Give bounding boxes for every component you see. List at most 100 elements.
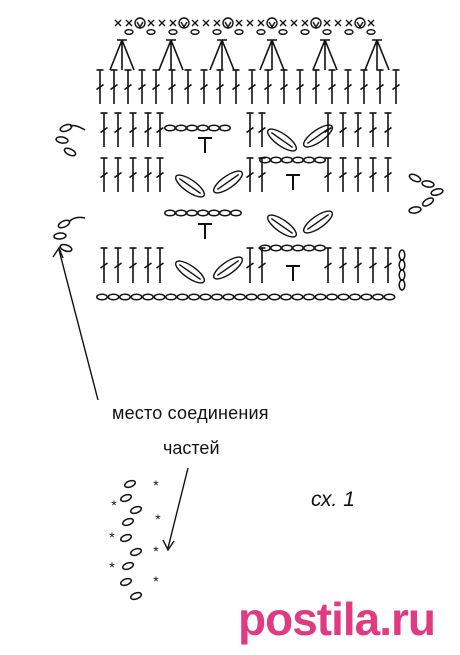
single-crochet [301,19,309,27]
double-crochet [324,247,332,283]
petal [212,256,244,280]
double-crochet [354,112,362,147]
chain-stitch [57,219,71,229]
single-crochet [290,19,298,27]
chain-stitch [190,29,200,36]
chain-stitch [349,293,361,301]
chain-stitch [291,293,304,301]
chain-stitch [59,243,73,253]
star-edge-mark: * [155,511,161,527]
star-edge-mark: * [111,497,117,513]
double-crochet [246,157,254,192]
chain-stitch [153,293,166,301]
double-crochet [168,69,176,104]
fan-stitch [312,39,338,71]
chain-stitch [408,206,422,214]
chain-stitch [234,29,244,36]
scheme-number-label: сх. 1 [311,488,355,511]
double-crochet-stitches [96,69,400,283]
chain-stitch [55,136,69,144]
double-crochet [248,69,256,104]
chain-stitch [398,279,406,291]
star-edge-sample: ******* [109,477,161,601]
double-crochet [360,69,368,104]
edge-connector [69,124,86,131]
chain-stitch [146,29,156,36]
petal-midrib [270,131,294,149]
double-crochet [129,157,137,192]
single-crochet [246,19,254,27]
single-crochet [158,19,166,27]
chain-stitch [63,147,77,157]
double-crochet [129,112,137,147]
picot-v [312,21,320,29]
double-crochet [384,112,392,147]
double-crochet [156,157,164,192]
star-edge-mark: * [153,477,159,493]
chain-stitch [281,244,293,252]
chain-stitch [314,156,326,164]
fan-stitch [158,39,184,71]
petal-midrib [216,173,240,191]
chain-stitch [197,209,209,217]
chain-stitch [398,249,406,261]
chain-stitch [292,156,304,164]
double-crochet [296,69,304,104]
chain-stitch [208,124,220,132]
chain-stitch [337,293,350,301]
chain-stitch [96,293,108,301]
petal [266,128,298,152]
double-crochet [264,69,272,104]
chain-stitch [164,124,176,132]
double-crochet [246,247,254,283]
double-crochet [369,157,377,192]
double-crochet [156,247,164,283]
single-crochet [147,19,155,27]
petal-midrib [178,263,202,281]
chain-stitch [129,547,143,557]
double-crochet [96,69,104,104]
joining-place-label-line1: место соединения [112,403,269,423]
chain-stitch [59,123,73,133]
double-crochet [339,112,347,147]
petal-midrib [270,217,294,235]
chain-stitch [268,293,281,301]
chain-stitch [281,156,293,164]
chain-stitch [119,493,133,503]
chain-stitch [107,293,120,301]
double-crochet [324,112,332,147]
double-crochet [144,157,152,192]
double-crochet [200,69,208,104]
chain-stitch [245,293,258,301]
chain-stitch [303,244,315,252]
double-crochet [324,157,332,192]
single-crochet [235,19,243,27]
edge-connector [69,216,86,222]
joining-place-label-line2: частей [163,438,220,458]
star-edge-mark: * [109,559,115,575]
chain-stitch [372,293,384,301]
chain-stitch [360,293,373,301]
double-crochet [114,157,122,192]
chain-stitch [383,293,396,301]
chain-stitch [366,29,376,36]
double-crochet [184,69,192,104]
half-double-crochet-stitches [198,137,300,281]
half-double-crochet [198,137,212,153]
chain-stitch [270,156,282,164]
double-crochet [152,69,160,104]
fan-stitch [364,39,390,71]
chain-stitch [222,293,235,301]
double-crochet [328,69,336,104]
petal [266,214,298,238]
single-crochet [279,19,287,27]
chain-stitch [186,124,198,132]
chain-stitch [188,293,200,301]
double-crochet [354,157,362,192]
single-crochet [334,19,342,27]
double-crochet [384,157,392,192]
single-crochet [191,19,199,27]
chain-stitch [230,209,242,217]
double-crochet [354,247,362,283]
